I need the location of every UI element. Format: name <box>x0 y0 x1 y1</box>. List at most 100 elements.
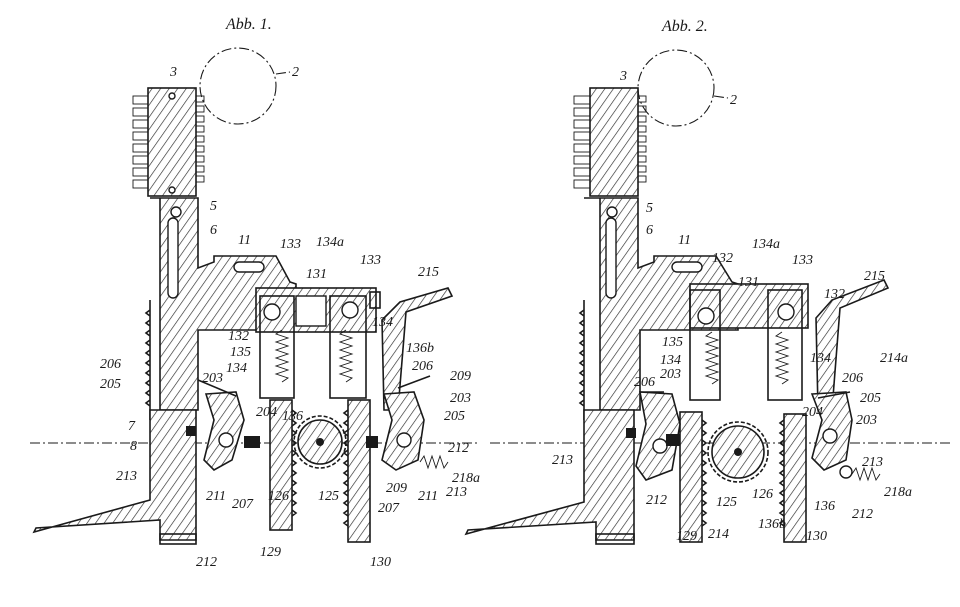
label-8: 8 <box>130 439 137 454</box>
figure-title: Abb. 2. <box>661 18 708 35</box>
rack-130 <box>783 413 807 543</box>
pivot-right <box>822 428 838 444</box>
label-125: 125 <box>716 495 737 510</box>
label-2: 2 <box>730 93 737 108</box>
carriage-tab <box>369 291 381 309</box>
spring-134 <box>774 331 790 385</box>
carriage-window <box>295 295 327 327</box>
stop-block-left <box>666 434 680 446</box>
label-130: 130 <box>370 555 391 570</box>
screw-5 <box>606 206 618 218</box>
label-136b: 136b <box>758 517 786 532</box>
gear-126-axle <box>734 448 742 456</box>
label-133: 133 <box>792 253 813 268</box>
label-204: 204 <box>802 405 823 420</box>
label-135: 135 <box>662 335 683 350</box>
label-5: 5 <box>210 199 217 214</box>
label-11: 11 <box>238 233 251 248</box>
slide-plate-left <box>689 289 721 401</box>
label-203-left: 203 <box>660 367 681 382</box>
slide-plate-right <box>767 289 803 401</box>
label-218a: 218a <box>884 485 912 500</box>
screw-5 <box>170 206 182 218</box>
label-203-right: 203 <box>856 413 877 428</box>
left-rack-teeth <box>578 300 585 420</box>
label-213-left: 213 <box>116 469 137 484</box>
label-213-right: 213 <box>862 455 883 470</box>
pivot-212 <box>839 465 853 479</box>
label-206-right: 206 <box>842 371 863 386</box>
roller-133-right <box>341 301 359 319</box>
label-125: 125 <box>318 489 339 504</box>
rack-129-teeth <box>701 419 708 527</box>
label-134a: 134a <box>316 235 344 250</box>
label-206-left: 206 <box>100 357 121 372</box>
label-3: 3 <box>619 69 627 84</box>
slide-plate-right <box>329 295 367 399</box>
type-block-comb <box>573 87 647 197</box>
label-206-right: 206 <box>412 359 433 374</box>
label-207-right: 207 <box>378 501 400 516</box>
label-129: 129 <box>676 529 697 544</box>
gear-126 <box>707 421 769 483</box>
rod-206-right <box>397 375 431 389</box>
label-126: 126 <box>752 487 773 502</box>
label-212-right: 212 <box>852 507 873 522</box>
label-209: 209 <box>450 369 471 384</box>
gear-126-axle <box>316 438 324 446</box>
circle-2 <box>199 47 277 125</box>
leader-2 <box>713 95 729 99</box>
label-133b: 133 <box>360 253 381 268</box>
label-211-right: 211 <box>418 489 438 504</box>
label-213-left: 213 <box>552 453 573 468</box>
label-205-left: 205 <box>100 377 121 392</box>
stop-block-left <box>244 436 260 448</box>
label-6: 6 <box>646 223 653 238</box>
label-203-left: 203 <box>202 371 223 386</box>
slot-11 <box>233 261 265 273</box>
label-134: 134 <box>226 361 247 376</box>
rod-206-right <box>817 391 851 399</box>
label-209b: 209 <box>386 481 407 496</box>
slot-6 <box>167 217 179 299</box>
slot-11 <box>671 261 703 273</box>
spring-134 <box>338 329 354 383</box>
roller-132-left <box>697 307 715 325</box>
label-136: 136 <box>814 499 835 514</box>
figure-abb-1: Abb. 1. <box>30 16 480 570</box>
label-207-left: 207 <box>232 497 254 512</box>
stop-block-right <box>366 436 378 448</box>
rack-129 <box>679 411 703 543</box>
foot-piece <box>32 409 197 541</box>
figure-title: Abb. 1. <box>225 16 272 33</box>
label-135: 135 <box>230 345 251 360</box>
label-3: 3 <box>169 65 177 80</box>
roller-133 <box>777 303 795 321</box>
label-131: 131 <box>738 275 759 290</box>
roller-133-left <box>263 303 281 321</box>
left-rack-teeth <box>144 300 151 420</box>
pawl-left <box>635 391 681 481</box>
gear-126 <box>293 415 347 469</box>
figure-abb-2: Abb. 2. <box>464 18 952 545</box>
label-132-right: 132 <box>824 287 845 302</box>
label-214: 214 <box>708 527 729 542</box>
label-2: 2 <box>292 65 299 80</box>
label-215: 215 <box>418 265 439 280</box>
label-132: 132 <box>228 329 249 344</box>
label-136: 136 <box>282 409 303 424</box>
pawl-right <box>381 391 425 471</box>
label-132-top: 132 <box>712 251 733 266</box>
label-126: 126 <box>268 489 289 504</box>
foot-piece <box>464 409 635 541</box>
lever-215 <box>381 287 454 411</box>
rack-130 <box>347 399 371 543</box>
slide-plate-left <box>259 295 295 399</box>
slot-6 <box>605 217 617 299</box>
label-206-left: 206 <box>634 375 655 390</box>
label-215: 215 <box>864 269 885 284</box>
label-213-right: 213 <box>446 485 467 500</box>
rack-130-teeth <box>778 419 785 527</box>
pawl-left <box>203 391 245 471</box>
